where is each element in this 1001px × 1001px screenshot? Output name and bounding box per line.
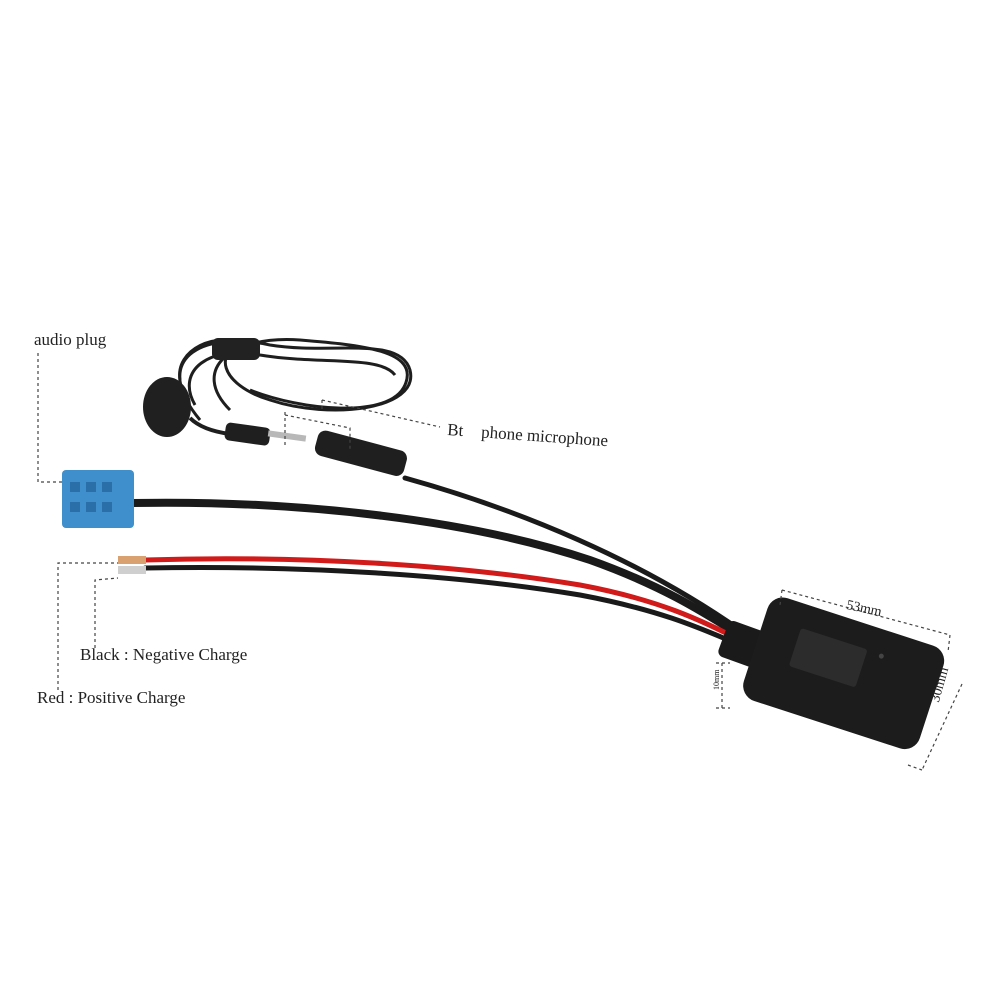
- bt-label: Bt: [446, 420, 465, 441]
- audio-jack-male: [224, 422, 307, 446]
- audio-jack-female: [314, 430, 407, 476]
- red-wire-label: Red : Positive Charge: [37, 688, 186, 707]
- annotation-lines: [37, 353, 963, 771]
- red-wire-end: [118, 556, 146, 564]
- microphone-head: [143, 377, 191, 437]
- audio-plug-label: audio plug: [34, 330, 107, 349]
- cables: [128, 475, 744, 648]
- black-wire-end: [118, 566, 146, 574]
- mic-cable: [188, 416, 231, 436]
- bluetooth-module: [743, 597, 945, 750]
- depth-dimension-label: 10mm: [712, 669, 721, 690]
- mic-clip: [212, 338, 260, 360]
- blue-connector: [62, 470, 134, 528]
- black-wire-label: Black : Negative Charge: [80, 645, 248, 664]
